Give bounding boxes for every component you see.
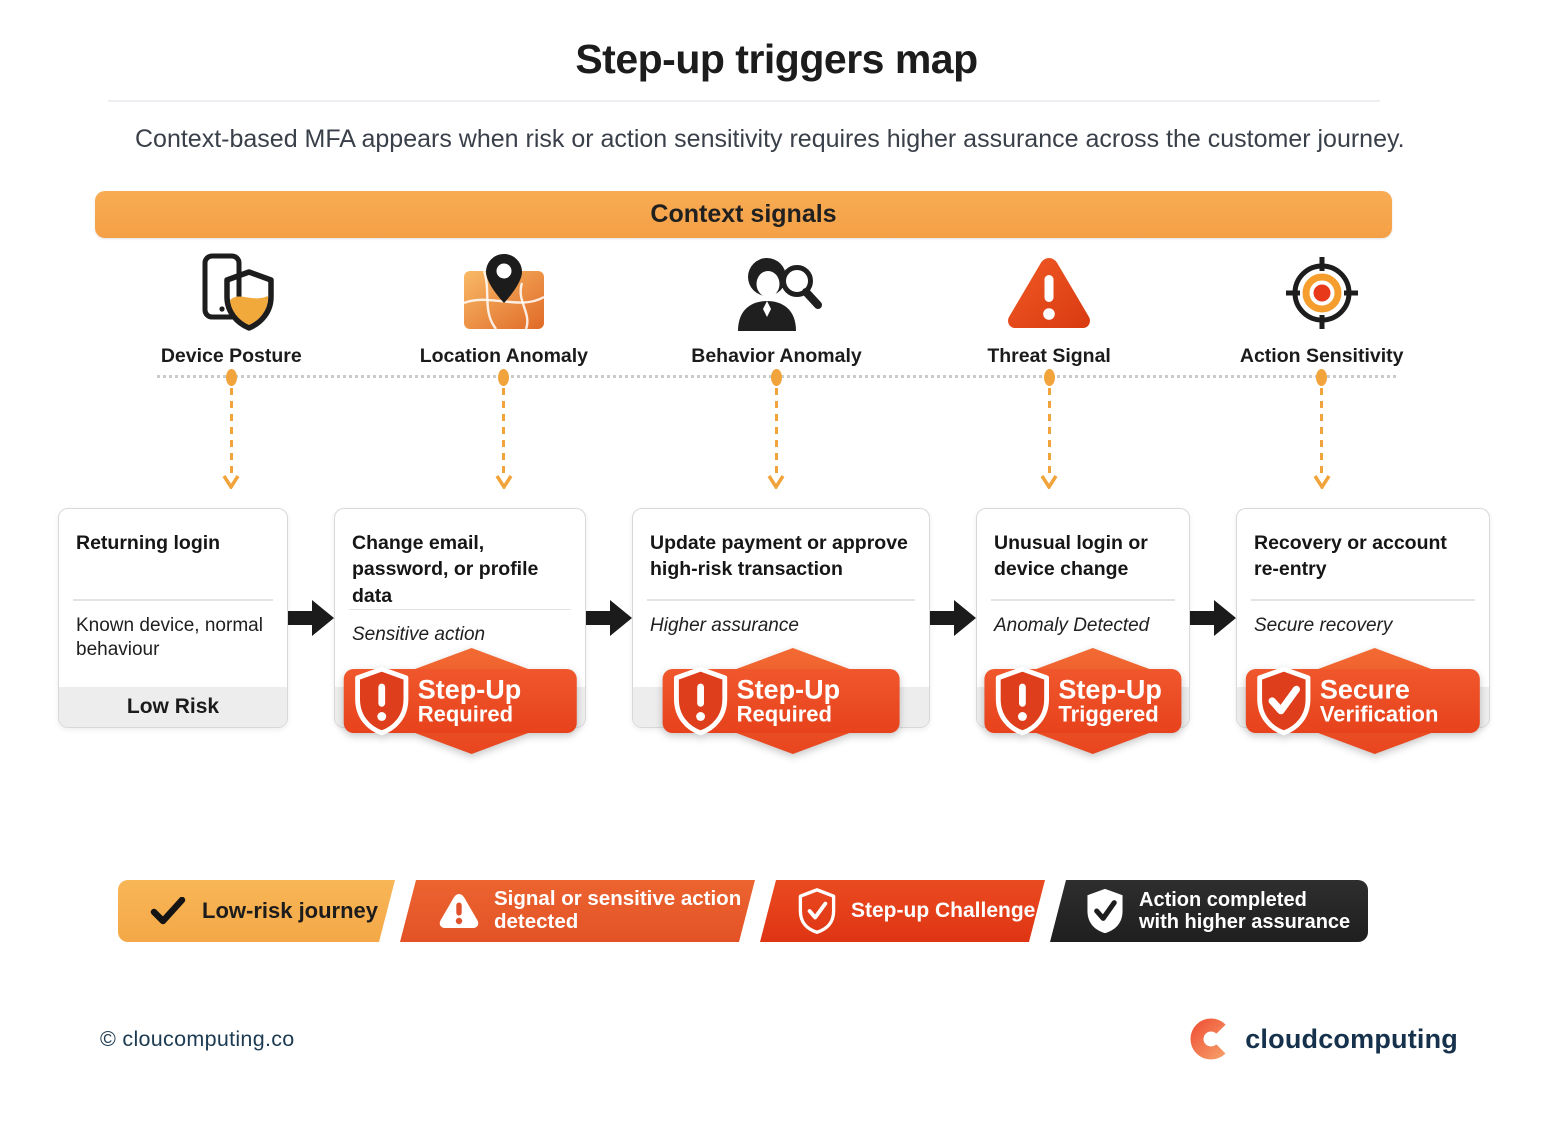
flow-arrow-icon xyxy=(288,598,334,638)
card-divider xyxy=(1251,599,1475,601)
legend-signal-detected: Signal or sensitive action detected xyxy=(400,880,755,942)
connector-arrow xyxy=(95,368,368,489)
connector-arrow xyxy=(1185,368,1458,489)
signals-row: Device Posture Location Anomaly xyxy=(95,248,1458,368)
context-signals-banner: Context signals xyxy=(95,191,1392,238)
card-footer-label: Low Risk xyxy=(59,687,287,727)
signal-threat-signal: Threat Signal xyxy=(913,248,1186,368)
card-desc: Known device, normal behaviour xyxy=(76,614,263,661)
card-returning-login: Returning login Known device, normal beh… xyxy=(58,508,288,728)
map-pin-icon xyxy=(458,248,550,340)
page-title: Step-up triggers map xyxy=(575,36,978,82)
legend-label: Action completed with higher assurance xyxy=(1139,888,1351,933)
signal-behavior-anomaly: Behavior Anomaly xyxy=(640,248,913,368)
card-unusual-login: Unusual login or device change Anomaly D… xyxy=(976,508,1190,754)
shield-exclamation-icon xyxy=(674,666,728,736)
signal-label: Threat Signal xyxy=(987,345,1111,367)
dashed-arrow-line xyxy=(1320,388,1324,474)
signal-label: Behavior Anomaly xyxy=(691,345,862,367)
copyright-text: © cloucomputing.co xyxy=(100,1026,295,1051)
dashed-arrow-line xyxy=(1047,388,1051,474)
checkmark-icon xyxy=(150,897,186,925)
badge-text: Step-Up Required xyxy=(736,674,841,727)
legend-label: Signal or sensitive action detected xyxy=(494,887,742,933)
signal-device-posture: Device Posture xyxy=(95,248,368,368)
legend-low-risk: Low-risk journey xyxy=(118,880,395,942)
signal-label: Device Posture xyxy=(160,345,302,367)
phone-shield-icon xyxy=(185,248,277,340)
connector-arrow xyxy=(913,368,1186,489)
target-icon xyxy=(1276,248,1368,340)
card-change-profile: Change email, password, or profile data … xyxy=(334,508,586,754)
card-recovery: Recovery or account re-entry Secure reco… xyxy=(1236,508,1490,754)
signal-action-sensitivity: Action Sensitivity xyxy=(1185,248,1458,368)
card-title: Unusual login or device change xyxy=(994,532,1148,581)
card-divider xyxy=(991,599,1175,601)
connector-dot xyxy=(1316,369,1328,386)
flow-arrow-icon xyxy=(586,598,632,638)
card-divider xyxy=(73,599,273,601)
card-divider xyxy=(647,599,915,601)
flow-arrow-icon xyxy=(930,598,976,638)
person-magnifier-icon xyxy=(730,248,823,340)
card-title: Update payment or approve high-risk tran… xyxy=(650,532,908,581)
connector-dot xyxy=(225,369,237,386)
card-title: Change email, password, or profile data xyxy=(352,532,539,607)
brand-name: cloudcomputing xyxy=(1245,1023,1458,1054)
card-desc: Secure recovery xyxy=(1254,614,1393,636)
signal-label: Action Sensitivity xyxy=(1239,345,1404,367)
arrowhead-icon xyxy=(1313,475,1331,489)
shield-exclamation-icon xyxy=(355,666,409,736)
connector-dot xyxy=(498,369,510,386)
legend-label: Step-up Challenge xyxy=(851,899,1036,923)
dashed-arrow-line xyxy=(774,388,778,474)
connector-area xyxy=(95,368,1458,496)
badge-text: Step-Up Required xyxy=(417,674,522,727)
page-subtitle: Context-based MFA appears when risk or a… xyxy=(135,125,1405,153)
shield-check-outline-icon xyxy=(796,887,838,935)
connector-dot xyxy=(1043,369,1055,386)
page-footer: © cloucomputing.co cloudcomputing xyxy=(100,1016,1458,1062)
arrowhead-icon xyxy=(222,475,240,489)
flow-arrow-icon xyxy=(1190,598,1236,638)
warning-triangle-icon xyxy=(1003,248,1095,340)
shield-exclamation-icon xyxy=(995,666,1050,736)
dashed-arrow-line xyxy=(502,388,506,474)
card-divider xyxy=(349,608,571,611)
brand-logo-group: cloudcomputing xyxy=(1188,1016,1458,1062)
dashed-arrow-line xyxy=(229,388,233,474)
legend-step-up-challenge: Step-up Challenge xyxy=(760,880,1045,942)
title-divider xyxy=(108,100,1380,102)
legend-label: Low-risk journey xyxy=(202,897,379,923)
shield-check-filled-icon xyxy=(1084,887,1126,935)
step-up-required-badge: Step-Up Required xyxy=(662,648,900,754)
arrowhead-icon xyxy=(768,475,785,489)
card-desc: Higher assurance xyxy=(650,614,799,636)
card-title: Returning login xyxy=(76,532,221,554)
step-up-triggered-badge: Step-Up Triggered xyxy=(984,648,1182,754)
journey-cards-row: Returning login Known device, normal beh… xyxy=(58,508,1495,754)
card-title: Recovery or account re-entry xyxy=(1254,532,1447,581)
legend-action-completed: Action completed with higher assurance xyxy=(1050,880,1368,942)
shield-check-icon xyxy=(1257,666,1311,736)
banner-label: Context signals xyxy=(650,200,837,228)
connector-arrow xyxy=(368,368,641,489)
signal-label: Location Anomaly xyxy=(419,345,589,367)
arrowhead-icon xyxy=(495,475,513,489)
connector-dot xyxy=(770,369,782,386)
secure-verification-badge: Secure Verification xyxy=(1245,648,1481,754)
connector-arrow xyxy=(640,368,913,489)
badge-text: Secure Verification xyxy=(1319,674,1439,727)
arrowhead-icon xyxy=(1040,475,1058,489)
card-desc: Sensitive action xyxy=(352,624,486,646)
signal-location-anomaly: Location Anomaly xyxy=(368,248,641,368)
brand-c-icon xyxy=(1190,1018,1232,1060)
legend-bar: Low-risk journey Signal or sensitive act… xyxy=(118,880,1368,942)
step-up-required-badge: Step-Up Required xyxy=(343,648,577,754)
card-desc: Anomaly Detected xyxy=(994,614,1150,636)
card-update-payment: Update payment or approve high-risk tran… xyxy=(632,508,930,754)
warning-triangle-icon xyxy=(438,892,480,930)
badge-text: Step-Up Triggered xyxy=(1058,674,1162,727)
